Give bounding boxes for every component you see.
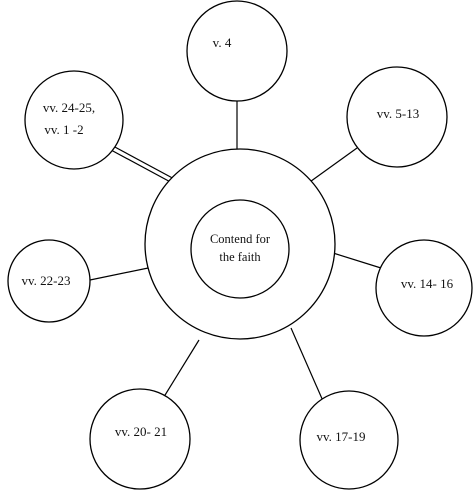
connector-v24-25-b	[110, 149, 177, 186]
connector-v17-19	[290, 327, 324, 402]
node-v17-19	[299, 390, 399, 490]
node-v5-13	[346, 66, 448, 168]
node-v20-21-label: vv. 20- 21	[115, 424, 167, 439]
node-v20-21	[89, 388, 191, 490]
node-v4	[186, 0, 288, 102]
connector-v20-21	[161, 339, 200, 401]
connector-v22-23	[89, 266, 154, 281]
center-label-line2: the faith	[219, 250, 261, 264]
node-v14-16	[375, 239, 473, 337]
node-v4-label: v. 4	[213, 35, 232, 50]
connector-v14-16	[332, 252, 382, 269]
node-v24-25-label-line2: vv. 1 -2	[44, 122, 83, 137]
node-v24-25-label-line1: vv. 24-25,	[43, 100, 95, 115]
node-v24-25	[24, 70, 124, 170]
center-circle	[190, 199, 290, 299]
node-v17-19-label: vv. 17-19	[317, 429, 366, 444]
center-label-line1: Contend for	[210, 232, 271, 246]
connector-v24-25-a	[112, 145, 179, 182]
node-v14-16-label: vv. 14- 16	[401, 276, 454, 291]
node-v5-13-label: vv. 5-13	[377, 106, 420, 121]
node-v22-23	[7, 239, 91, 323]
connector-v5-13	[306, 147, 358, 185]
node-v22-23-label: vv. 22-23	[22, 273, 71, 288]
